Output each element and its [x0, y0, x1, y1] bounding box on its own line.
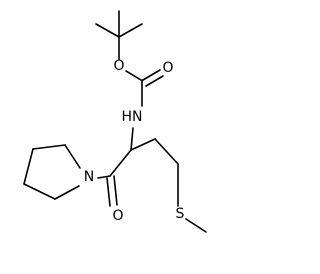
chemical-structure-diagram: O O HN N O S — [23, 10, 207, 233]
bond-sulfur-to-methyl — [185, 218, 207, 233]
bond-ester-oxygen-to-carbonyl-carbon — [125, 70, 142, 81]
bond-ring-2 — [32, 144, 66, 150]
bond-alpha-to-amide-carbon — [109, 149, 132, 177]
bond-ring-3 — [23, 148, 34, 185]
bond-nh-to-alpha-carbon — [130, 127, 134, 151]
bond-carbonyl-double-a — [142, 69, 161, 81]
bond-amide-carbonyl-double-b — [113, 175, 118, 206]
bond-amide-carbon-to-nitrogen — [97, 175, 111, 179]
ester-oxygen-label: O — [113, 58, 124, 74]
carbamate-group — [125, 69, 164, 107]
bond-beta-to-gamma-carbon — [154, 138, 179, 165]
tert-butyl-group — [95, 10, 143, 60]
pyrrolidine-ring — [23, 144, 81, 200]
bond-ring-1 — [64, 144, 81, 169]
amide-nitrogen-label: HN — [122, 109, 143, 125]
atom-labels: O O HN N O S — [84, 58, 185, 224]
bond-tbu-methyl-2 — [95, 23, 120, 38]
pyrrolidine-nitrogen-label: N — [84, 169, 94, 185]
backbone — [97, 127, 207, 233]
bond-alpha-to-beta-carbon — [130, 138, 156, 151]
bond-amide-carbonyl-double-a — [106, 177, 111, 207]
bond-carbonyl-double-b — [145, 75, 164, 87]
carbonyl-oxygen-bottom-label: O — [112, 208, 123, 224]
bond-tbu-methyl-3 — [118, 23, 143, 38]
bond-ring-5 — [54, 185, 80, 200]
bond-ring-4 — [23, 183, 56, 200]
sulfur-label: S — [176, 206, 185, 222]
carbonyl-oxygen-top-label: O — [162, 60, 173, 76]
